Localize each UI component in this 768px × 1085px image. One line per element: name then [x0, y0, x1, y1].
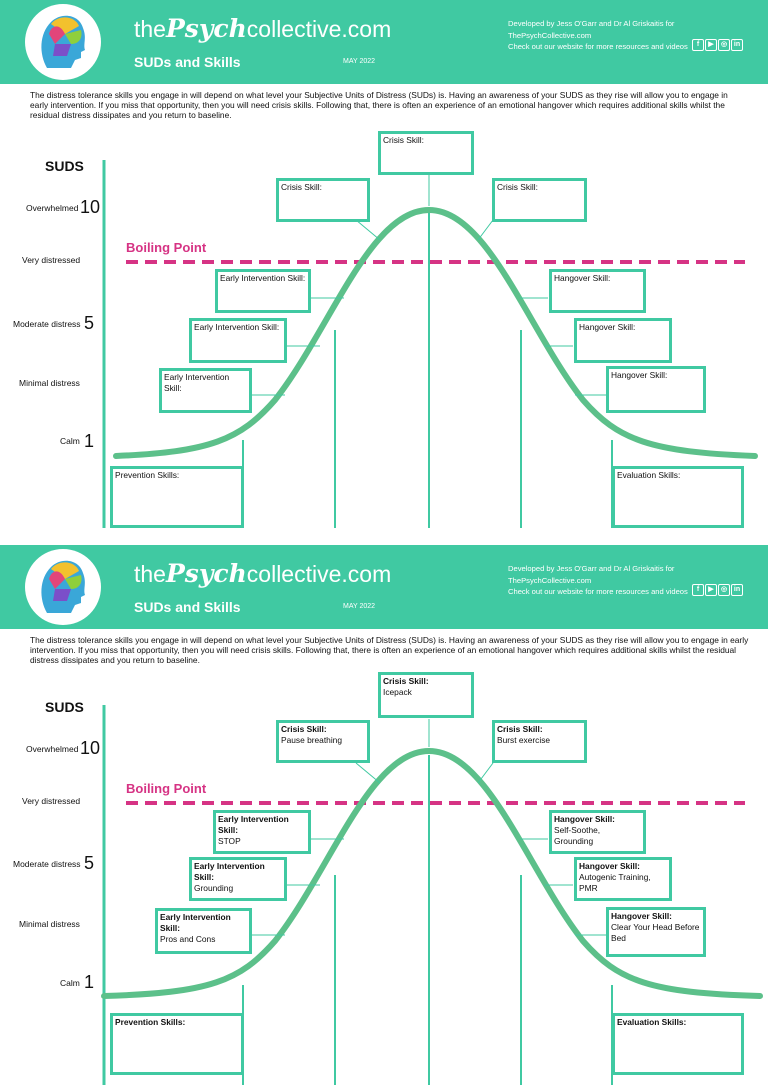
brain-head-logo	[25, 549, 101, 625]
early-intervention-box-2[interactable]: Early Intervention Skill:Grounding	[189, 857, 287, 901]
level-very-distressed: Very distressed	[22, 796, 81, 806]
worksheet-example: thePsychcollective.com SUDs and Skills M…	[0, 545, 768, 1085]
hangover-skill-box-1[interactable]: Hangover Skill:Self-Soothe, Grounding	[549, 810, 646, 854]
instagram-icon[interactable]: ◎	[718, 39, 730, 51]
level-overwhelmed: Overwhelmed	[26, 744, 79, 754]
linkedin-icon[interactable]: in	[731, 584, 743, 596]
instagram-icon[interactable]: ◎	[718, 584, 730, 596]
social-links: f▶◎in	[692, 33, 744, 51]
youtube-icon[interactable]: ▶	[705, 39, 717, 51]
suds-axis-title: SUDS	[45, 158, 84, 174]
worksheet-subtitle: SUDs and Skills	[134, 54, 241, 70]
brain-head-logo	[25, 4, 101, 80]
crisis-skill-right-box[interactable]: Crisis Skill:Burst exercise	[492, 720, 587, 763]
early-intervention-box-1[interactable]: Early Intervention Skill:STOP	[213, 810, 311, 854]
facebook-icon[interactable]: f	[692, 584, 704, 596]
crisis-skill-right-box[interactable]: Crisis Skill:	[492, 178, 587, 222]
crisis-skill-left-box[interactable]: Crisis Skill:	[276, 178, 370, 222]
intro-paragraph: The distress tolerance skills you engage…	[30, 635, 749, 665]
level-minimal: Minimal distress	[19, 378, 80, 388]
publish-date: MAY 2022	[343, 58, 376, 65]
intro-paragraph: The distress tolerance skills you engage…	[30, 90, 728, 120]
early-intervention-box-3[interactable]: Early Intervention Skill:	[159, 368, 252, 413]
brand-wordmark: thePsychcollective.com	[134, 559, 392, 588]
level-number-10: 10	[80, 738, 101, 758]
worksheet-subtitle: SUDs and Skills	[134, 599, 241, 615]
facebook-icon[interactable]: f	[692, 39, 704, 51]
early-intervention-box-3[interactable]: Early Intervention Skill:Pros and Cons	[155, 908, 252, 954]
hangover-skill-box-3[interactable]: Hangover Skill:	[606, 366, 706, 413]
boiling-point-label: Boiling Point	[126, 781, 207, 796]
linkedin-icon[interactable]: in	[731, 39, 743, 51]
early-intervention-box-1[interactable]: Early Intervention Skill:	[215, 269, 311, 313]
boiling-point-label: Boiling Point	[126, 240, 207, 255]
social-links: f▶◎in	[692, 578, 744, 596]
early-intervention-box-2[interactable]: Early Intervention Skill:	[189, 318, 287, 363]
level-moderate: Moderate distress	[13, 859, 81, 869]
level-minimal: Minimal distress	[19, 919, 80, 929]
youtube-icon[interactable]: ▶	[705, 584, 717, 596]
prevention-skills-box[interactable]: Prevention Skills:	[110, 466, 244, 528]
header-banner: thePsychcollective.com SUDs and Skills M…	[0, 0, 768, 84]
level-very-distressed: Very distressed	[22, 255, 81, 265]
credits: Developed by Jess O'Garr and Dr Al Grisk…	[508, 564, 688, 596]
hangover-skill-box-1[interactable]: Hangover Skill:	[549, 269, 646, 313]
suds-axis-title: SUDS	[45, 699, 84, 715]
suds-curve-graph	[102, 160, 758, 528]
level-number-1: 1	[84, 972, 95, 992]
brand-wordmark: thePsychcollective.com	[134, 14, 392, 43]
level-number-5: 5	[84, 853, 95, 873]
level-overwhelmed: Overwhelmed	[26, 203, 79, 213]
hangover-skill-box-3[interactable]: Hangover Skill:Clear Your Head Before Be…	[606, 907, 706, 957]
hangover-skill-box-2[interactable]: Hangover Skill:Autogenic Training, PMR	[574, 857, 672, 901]
level-number-5: 5	[84, 313, 95, 333]
evaluation-skills-box[interactable]: Evaluation Skills:	[612, 466, 744, 528]
suds-curve-graph	[101, 705, 763, 1085]
level-calm: Calm	[60, 978, 80, 988]
level-number-10: 10	[80, 197, 101, 217]
worksheet-blank: thePsychcollective.com SUDs and Skills M…	[0, 0, 768, 540]
level-calm: Calm	[60, 436, 80, 446]
level-number-1: 1	[84, 431, 95, 451]
prevention-skills-box[interactable]: Prevention Skills:	[110, 1013, 244, 1075]
hangover-skill-box-2[interactable]: Hangover Skill:	[574, 318, 672, 363]
crisis-skill-top-box[interactable]: Crisis Skill:	[378, 131, 474, 175]
credits: Developed by Jess O'Garr and Dr Al Grisk…	[508, 19, 688, 51]
level-moderate: Moderate distress	[13, 319, 81, 329]
crisis-skill-top-box[interactable]: Crisis Skill:Icepack	[378, 672, 474, 718]
header-banner: thePsychcollective.com SUDs and Skills M…	[0, 545, 768, 629]
evaluation-skills-box[interactable]: Evaluation Skills:	[612, 1013, 744, 1075]
crisis-skill-left-box[interactable]: Crisis Skill:Pause breathing	[276, 720, 370, 763]
publish-date: MAY 2022	[343, 603, 376, 610]
